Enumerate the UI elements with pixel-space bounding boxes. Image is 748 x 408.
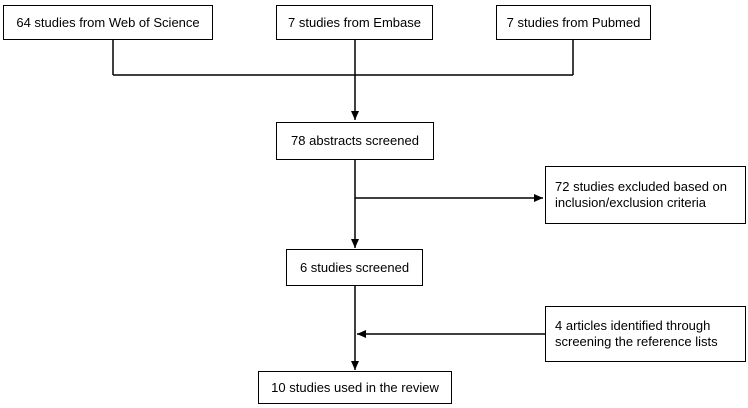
source-web-of-science-box: 64 studies from Web of Science <box>3 5 213 40</box>
identified-line-2: screening the reference lists <box>555 334 718 349</box>
source-pubmed-box: 7 studies from Pubmed <box>496 5 651 40</box>
abstracts-screened-text: 78 abstracts screened <box>291 133 419 148</box>
excluded-studies-box: 72 studies excluded based on inclusion/e… <box>545 166 746 224</box>
source-web-of-science-text: 64 studies from Web of Science <box>16 14 200 30</box>
source-embase-text: 7 studies from Embase <box>288 14 421 30</box>
identified-line-1: 4 articles identified through <box>555 318 711 333</box>
studies-screened-box: 6 studies screened <box>286 249 423 286</box>
excluded-line-1: 72 studies excluded based on <box>555 179 728 194</box>
identified-articles-box: 4 articles identified through screening … <box>545 306 746 362</box>
abstracts-screened-box: 78 abstracts screened <box>276 122 434 160</box>
excluded-line-2: inclusion/exclusion criteria <box>555 195 707 210</box>
source-embase-box: 7 studies from Embase <box>276 5 433 40</box>
source-pubmed-text: 7 studies from Pubmed <box>506 14 641 30</box>
final-studies-box: 10 studies used in the review <box>258 371 452 404</box>
final-studies-text: 10 studies used in the review <box>271 379 439 395</box>
studies-screened-text: 6 studies screened <box>299 259 410 275</box>
